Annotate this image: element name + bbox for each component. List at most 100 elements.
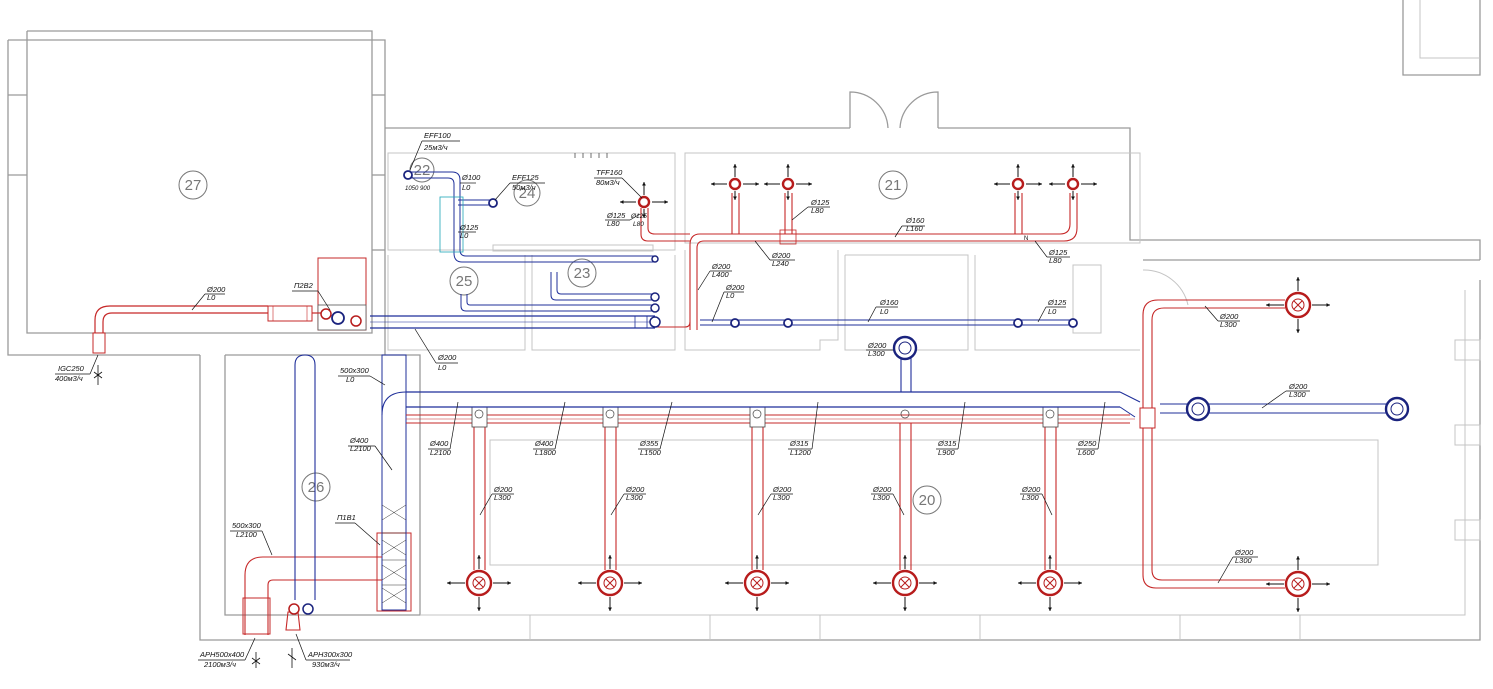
supply-ducts: N xyxy=(92,193,1285,635)
svg-text:L2100: L2100 xyxy=(350,444,372,453)
svg-text:23: 23 xyxy=(574,265,591,282)
svg-text:EFF100: EFF100 xyxy=(424,131,452,140)
svg-text:Ø125: Ø125 xyxy=(630,213,647,220)
svg-text:25м3/ч: 25м3/ч xyxy=(423,143,448,152)
silencer xyxy=(267,305,313,322)
svg-text:Ø125: Ø125 xyxy=(1047,298,1067,307)
svg-text:L80: L80 xyxy=(607,219,620,228)
svg-text:L300: L300 xyxy=(494,493,512,502)
arrow-head-icon xyxy=(733,196,737,200)
svg-text:Ø200: Ø200 xyxy=(867,341,887,350)
svg-text:Ø200: Ø200 xyxy=(725,283,745,292)
svg-text:Ø200: Ø200 xyxy=(711,262,731,271)
arrow-head-icon xyxy=(1018,581,1022,585)
arrow-head-icon xyxy=(933,581,937,585)
room-21: 21 xyxy=(878,170,908,200)
svg-text:Ø200: Ø200 xyxy=(1219,312,1239,321)
arrow-head-icon xyxy=(755,555,759,559)
svg-text:25: 25 xyxy=(456,273,473,290)
svg-text:500x300: 500x300 xyxy=(340,366,370,375)
svg-text:L2100: L2100 xyxy=(430,448,452,457)
room-26: 26 xyxy=(301,472,331,502)
supply-diffuser-icon xyxy=(1284,570,1312,598)
svg-text:Ø200: Ø200 xyxy=(1288,382,1308,391)
svg-text:22: 22 xyxy=(414,162,431,179)
arrow-head-icon xyxy=(1266,303,1270,307)
svg-text:TFF160: TFF160 xyxy=(596,168,623,177)
svg-text:Ø200: Ø200 xyxy=(771,251,791,260)
svg-text:L240: L240 xyxy=(772,259,790,268)
svg-text:L0: L0 xyxy=(207,293,216,302)
arrow-head-icon xyxy=(808,182,812,186)
arrow-head-icon xyxy=(786,164,790,168)
svg-text:Ø315: Ø315 xyxy=(789,439,809,448)
exhaust-grille-icon xyxy=(1384,396,1410,422)
room-24: 24 xyxy=(513,179,541,207)
arrow-head-icon xyxy=(608,555,612,559)
svg-text:Ø125: Ø125 xyxy=(606,211,626,220)
svg-text:Ø200: Ø200 xyxy=(1021,485,1041,494)
svg-text:П2В2: П2В2 xyxy=(294,281,314,290)
arrow-head-icon xyxy=(1296,556,1300,560)
svg-text:50м3/ч: 50м3/ч xyxy=(512,183,536,192)
svg-text:930м3/ч: 930м3/ч xyxy=(312,660,340,669)
exhaust-grille-icon xyxy=(892,335,918,361)
supply-diffuser-icon xyxy=(743,569,771,597)
supply-diffusers xyxy=(288,177,1312,615)
svg-text:L400: L400 xyxy=(712,270,730,279)
svg-text:L300: L300 xyxy=(1235,556,1253,565)
svg-text:N: N xyxy=(1024,236,1028,242)
arrow-head-icon xyxy=(755,607,759,611)
arrow-head-icon xyxy=(1038,182,1042,186)
arrow-head-icon xyxy=(903,607,907,611)
svg-text:Ø200: Ø200 xyxy=(772,485,792,494)
arrow-head-icon xyxy=(711,182,715,186)
room-23: 23 xyxy=(567,258,597,288)
room-25: 25 xyxy=(449,266,479,296)
arrow-head-icon xyxy=(608,607,612,611)
room-numbers: 27 22 24 21 25 23 26 20 xyxy=(178,157,942,515)
svg-text:Ø160: Ø160 xyxy=(879,298,899,307)
supply-diffuser-icon xyxy=(288,177,1080,615)
svg-text:Ø355: Ø355 xyxy=(639,439,659,448)
arrow-head-icon xyxy=(1048,607,1052,611)
arrow-head-icon xyxy=(507,581,511,585)
svg-text:L300: L300 xyxy=(1289,390,1307,399)
svg-text:L0: L0 xyxy=(460,231,469,240)
svg-text:27: 27 xyxy=(185,177,202,194)
svg-text:Ø200: Ø200 xyxy=(493,485,513,494)
svg-text:L0: L0 xyxy=(462,183,471,192)
svg-text:Ø200: Ø200 xyxy=(872,485,892,494)
svg-text:500x300: 500x300 xyxy=(232,521,262,530)
arrow-head-icon xyxy=(1093,182,1097,186)
label-eff100: EFF100 25м3/ч xyxy=(409,131,460,171)
svg-text:Ø200: Ø200 xyxy=(206,285,226,294)
arrow-head-icon xyxy=(1078,581,1082,585)
svg-text:80м3/ч: 80м3/ч xyxy=(596,178,620,187)
svg-text:EFF125: EFF125 xyxy=(512,173,540,182)
arrow-head-icon xyxy=(1049,182,1053,186)
room-22: 22 xyxy=(409,157,435,183)
svg-text:L300: L300 xyxy=(1220,320,1238,329)
svg-text:L600: L600 xyxy=(1078,448,1096,457)
arrow-head-icon xyxy=(1296,277,1300,281)
svg-text:Ø160: Ø160 xyxy=(905,216,925,225)
label-p1b1: П1В1 xyxy=(335,513,381,546)
